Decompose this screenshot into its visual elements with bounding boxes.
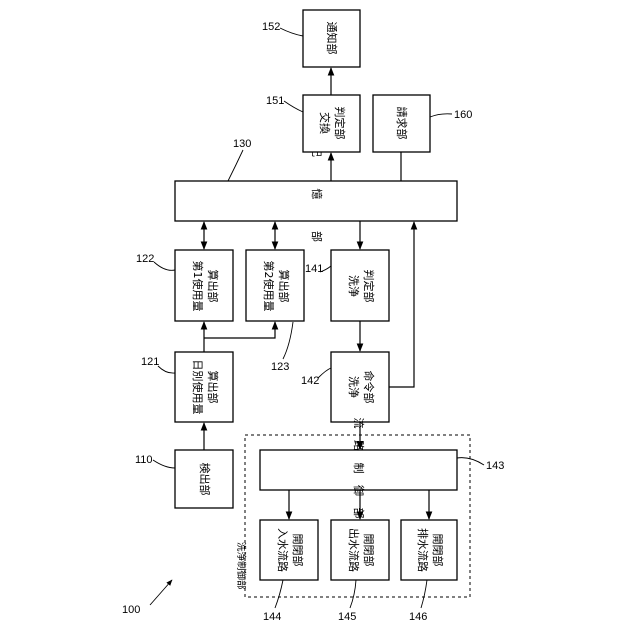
drain-block: 排水流路 開閉部 (401, 520, 457, 580)
ref-143: 143 (486, 460, 504, 472)
arrow-daily-to-second (204, 322, 275, 338)
ref-130: 130 (233, 138, 251, 150)
storage-block: 記 憶 部 (175, 146, 457, 256)
wash-judge-label-2: 判定部 (362, 270, 376, 303)
arrow-command-to-storage (389, 222, 414, 387)
detect-block: 検出部 (175, 450, 233, 508)
leader-152 (280, 28, 303, 36)
leader-110 (153, 460, 175, 468)
first-usage-label-1: 第1使用量 (191, 261, 205, 312)
wash-control-label: 洗浄制御部 (235, 542, 247, 590)
ref-151: 151 (266, 95, 284, 107)
leader-122 (154, 262, 175, 270)
wash-command-label-2: 命令部 (362, 371, 376, 404)
billing-block: 請求部 (373, 95, 430, 152)
replace-judge-label-2: 判定部 (333, 107, 347, 140)
leader-100 (150, 580, 172, 605)
inlet-block: 入水流路 開閉部 (260, 520, 318, 580)
ref-110: 110 (135, 454, 153, 466)
leader-145 (350, 580, 356, 608)
notify-label: 通知部 (325, 22, 339, 55)
outlet-label-1: 出水流路 (347, 528, 361, 572)
second-usage-block: 第2使用量 算出部 (246, 250, 304, 321)
ref-100: 100 (122, 604, 140, 616)
ref-145: 145 (338, 611, 356, 623)
billing-label: 請求部 (395, 107, 409, 140)
ref-121: 121 (141, 356, 159, 368)
outlet-block: 出水流路 開閉部 (331, 520, 389, 580)
ref-160: 160 (454, 109, 472, 121)
leader-151 (284, 101, 303, 112)
second-usage-label-1: 第2使用量 (262, 261, 276, 312)
ref-142: 142 (301, 375, 319, 387)
storage-label: 記 憶 部 (310, 146, 324, 256)
leader-142 (318, 368, 331, 378)
replace-judge-label-1: 交換 (318, 112, 332, 134)
ref-152: 152 (262, 21, 280, 33)
inlet-label-1: 入水流路 (276, 528, 290, 572)
daily-usage-label-1: 日別使用量 (191, 360, 204, 415)
wash-command-label-1: 洗浄 (347, 376, 361, 398)
outlet-label-2: 開閉部 (362, 534, 376, 567)
ref-144: 144 (263, 611, 281, 623)
leader-121 (158, 366, 175, 373)
first-usage-block: 第1使用量 算出部 (175, 250, 233, 321)
detect-label: 検出部 (198, 463, 212, 496)
leader-144 (275, 580, 283, 608)
leader-160 (430, 114, 452, 117)
drain-label-1: 排水流路 (416, 528, 430, 572)
notify-block: 通知部 (303, 10, 360, 67)
leader-123 (283, 322, 293, 359)
drain-label-2: 開閉部 (431, 534, 445, 567)
replace-judge-block: 交換 判定部 (303, 95, 360, 152)
wash-judge-label-1: 洗浄 (347, 275, 361, 297)
leader-146 (421, 580, 427, 608)
daily-usage-label-2: 算出部 (206, 371, 220, 404)
inlet-label-2: 開閉部 (291, 534, 305, 567)
ref-123: 123 (271, 361, 289, 373)
first-usage-label-2: 算出部 (206, 270, 220, 303)
wash-command-block: 洗浄 命令部 (331, 352, 389, 422)
ref-146: 146 (409, 611, 427, 623)
leader-130 (228, 150, 243, 181)
flow-control-label: 流 路 制 御 部 (352, 418, 366, 523)
daily-usage-block: 日別使用量 算出部 (175, 352, 233, 422)
second-usage-label-2: 算出部 (277, 270, 291, 303)
wash-judge-block: 洗浄 判定部 (331, 250, 389, 321)
ref-122: 122 (136, 253, 154, 265)
ref-141: 141 (305, 263, 323, 275)
